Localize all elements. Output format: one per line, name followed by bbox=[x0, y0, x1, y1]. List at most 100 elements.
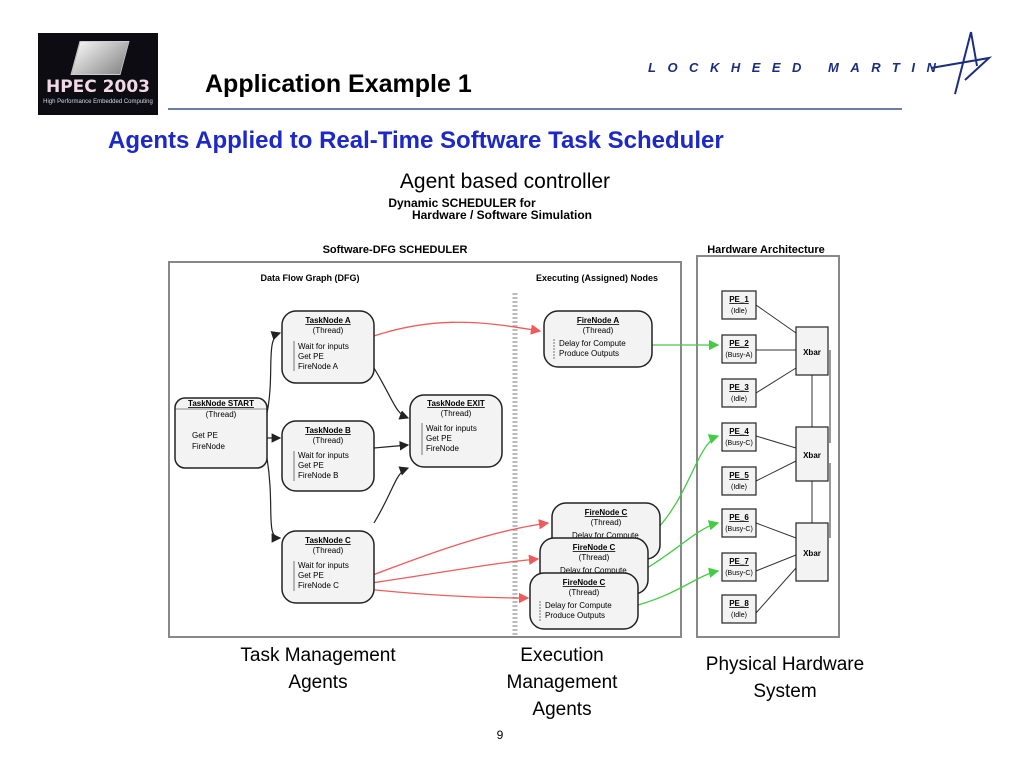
logo-text: HPEC 2003 bbox=[45, 77, 150, 97]
pe-state: (Idle) bbox=[731, 308, 747, 315]
pe-box-3: PE_3 (Idle) bbox=[721, 378, 757, 408]
svg-text:(Thread): (Thread) bbox=[313, 436, 344, 445]
svg-text:FireNode C: FireNode C bbox=[573, 543, 616, 552]
svg-text:Get PE: Get PE bbox=[298, 461, 324, 470]
svg-text:Get PE: Get PE bbox=[298, 571, 324, 580]
svg-text:FireNode: FireNode bbox=[426, 444, 459, 453]
tasknode-exit: TaskNode EXIT (Thread) Wait for inputs G… bbox=[409, 394, 503, 468]
svg-text:Wait for inputs: Wait for inputs bbox=[298, 451, 349, 460]
pe-name: PE_8 bbox=[729, 599, 749, 608]
dfg-flow-arrows bbox=[266, 331, 410, 543]
svg-text:Get PE: Get PE bbox=[192, 431, 218, 440]
pe-state: (Idle) bbox=[731, 396, 747, 403]
xbar-1: Xbar bbox=[795, 326, 829, 376]
svg-text:FireNode C: FireNode C bbox=[585, 508, 628, 517]
svg-text:(Thread): (Thread) bbox=[583, 326, 614, 335]
pe-box-1: PE_1 (Idle) bbox=[721, 290, 757, 320]
svg-text:Delay for Compute: Delay for Compute bbox=[545, 601, 612, 610]
svg-text:Produce Outputs: Produce Outputs bbox=[545, 611, 605, 620]
execution-management-label: Execution Management Agents bbox=[506, 645, 618, 720]
pe-box-2: PE_2 (Busy-A) bbox=[721, 334, 757, 364]
tasknode-start: TaskNode START (Thread) Get PE FireNode bbox=[174, 397, 268, 469]
svg-text:Delay for Compute: Delay for Compute bbox=[559, 339, 626, 348]
svg-text:(Thread): (Thread) bbox=[206, 410, 237, 419]
slide-title: Application Example 1 bbox=[205, 70, 472, 98]
svg-text:FireNode C: FireNode C bbox=[563, 578, 606, 587]
svg-text:(Thread): (Thread) bbox=[313, 326, 344, 335]
xbar-connections bbox=[755, 304, 831, 614]
exec-title: Executing (Assigned) Nodes bbox=[536, 273, 658, 283]
svg-text:FireNode A: FireNode A bbox=[298, 362, 339, 371]
svg-text:Delay for Compute: Delay for Compute bbox=[572, 531, 639, 540]
pe-name: PE_4 bbox=[729, 427, 749, 436]
pe-name: PE_2 bbox=[729, 339, 749, 348]
svg-text:Xbar: Xbar bbox=[803, 451, 821, 460]
svg-text:Wait for inputs: Wait for inputs bbox=[298, 342, 349, 351]
xbar-2: Xbar bbox=[795, 426, 829, 482]
scheduler-title: Software-DFG SCHEDULER bbox=[323, 244, 468, 256]
tasknode-c: TaskNode C (Thread) Wait for inputs Get … bbox=[281, 530, 375, 604]
svg-text:(Thread): (Thread) bbox=[569, 588, 600, 597]
svg-text:Produce Outputs: Produce Outputs bbox=[559, 349, 619, 358]
svg-text:FireNode A: FireNode A bbox=[577, 316, 620, 325]
pe-state: (Busy-C) bbox=[725, 526, 753, 533]
pe-state: (Busy-C) bbox=[725, 570, 753, 577]
lockheed-star-icon bbox=[930, 31, 993, 95]
svg-text:Wait for inputs: Wait for inputs bbox=[298, 561, 349, 570]
slide-subtitle: Agents Applied to Real-Time Software Tas… bbox=[108, 127, 724, 154]
pe-box-4: PE_4 (Busy-C) bbox=[721, 422, 757, 452]
pe-state: (Busy-C) bbox=[725, 440, 753, 447]
physical-hardware-label: Physical Hardware System bbox=[705, 654, 865, 702]
svg-text:FireNode B: FireNode B bbox=[298, 471, 338, 480]
pe-box-7: PE_7 (Busy-C) bbox=[721, 552, 757, 582]
logo-subtext: High Performance Embedded Computing bbox=[43, 99, 153, 105]
svg-text:TaskNode A: TaskNode A bbox=[305, 316, 351, 325]
pe-name: PE_3 bbox=[729, 383, 749, 392]
pe-name: PE_7 bbox=[729, 557, 749, 566]
svg-text:Wait for inputs: Wait for inputs bbox=[426, 424, 477, 433]
svg-text:Xbar: Xbar bbox=[803, 348, 821, 357]
tasknode-b: TaskNode B (Thread) Wait for inputs Get … bbox=[281, 420, 375, 492]
task-management-label: Task Management Agents bbox=[240, 645, 396, 693]
task-agent-arrows bbox=[349, 321, 550, 604]
svg-text:Get PE: Get PE bbox=[298, 352, 324, 361]
svg-text:(Thread): (Thread) bbox=[591, 518, 622, 527]
xbar-3: Xbar bbox=[795, 522, 829, 582]
svg-text:(Thread): (Thread) bbox=[579, 553, 610, 562]
chip-icon bbox=[70, 41, 130, 75]
scheduler-diagram: Dynamic SCHEDULER for Hardware / Softwar… bbox=[168, 196, 840, 638]
pe-state: (Busy-A) bbox=[725, 352, 752, 359]
firenode-c-3: FireNode C (Thread) Delay for Compute Pr… bbox=[529, 572, 639, 630]
dfg-title: Data Flow Graph (DFG) bbox=[261, 273, 360, 283]
svg-text:(Thread): (Thread) bbox=[313, 546, 344, 555]
pe-name: PE_1 bbox=[729, 295, 749, 304]
svg-text:TaskNode B: TaskNode B bbox=[305, 426, 351, 435]
svg-text:FireNode: FireNode bbox=[192, 442, 225, 451]
pe-name: PE_5 bbox=[729, 471, 749, 480]
pe-name: PE_6 bbox=[729, 513, 749, 522]
title-divider bbox=[168, 108, 902, 110]
svg-text:Delay for Compute: Delay for Compute bbox=[560, 566, 627, 575]
svg-text:TaskNode C: TaskNode C bbox=[305, 536, 351, 545]
pe-box-5: PE_5 (Idle) bbox=[721, 466, 757, 496]
svg-text:Get PE: Get PE bbox=[426, 434, 452, 443]
hpec-logo: HPEC 2003 High Performance Embedded Comp… bbox=[38, 33, 158, 115]
page-number: 9 bbox=[496, 728, 504, 742]
hardware-title: Hardware Architecture bbox=[707, 244, 825, 256]
pe-state: (Idle) bbox=[731, 612, 747, 619]
svg-text:Xbar: Xbar bbox=[803, 549, 821, 558]
tasknode-a: TaskNode A (Thread) Wait for inputs Get … bbox=[281, 310, 375, 384]
pe-group: PE_1 (Idle) PE_2 (Busy-A) PE_3 (Idle) PE_4 (Bus… bbox=[721, 290, 757, 624]
diagram-heading-1: Dynamic SCHEDULER for bbox=[388, 196, 536, 210]
pe-box-6: PE_6 (Busy-C) bbox=[721, 508, 757, 538]
svg-text:(Thread): (Thread) bbox=[441, 409, 472, 418]
diagram-heading-2: Hardware / Software Simulation bbox=[412, 208, 592, 222]
diagram-caption: Agent based controller bbox=[399, 170, 611, 193]
firenode-a: FireNode A (Thread) Delay for Compute Pr… bbox=[543, 310, 653, 368]
svg-text:TaskNode EXIT: TaskNode EXIT bbox=[427, 399, 485, 408]
svg-text:TaskNode START: TaskNode START bbox=[188, 399, 254, 408]
svg-text:FireNode C: FireNode C bbox=[298, 581, 339, 590]
pe-state: (Idle) bbox=[731, 484, 747, 491]
pe-box-8: PE_8 (Idle) bbox=[721, 594, 757, 624]
company-logo-text: LOCKHEED MARTIN bbox=[648, 60, 948, 75]
